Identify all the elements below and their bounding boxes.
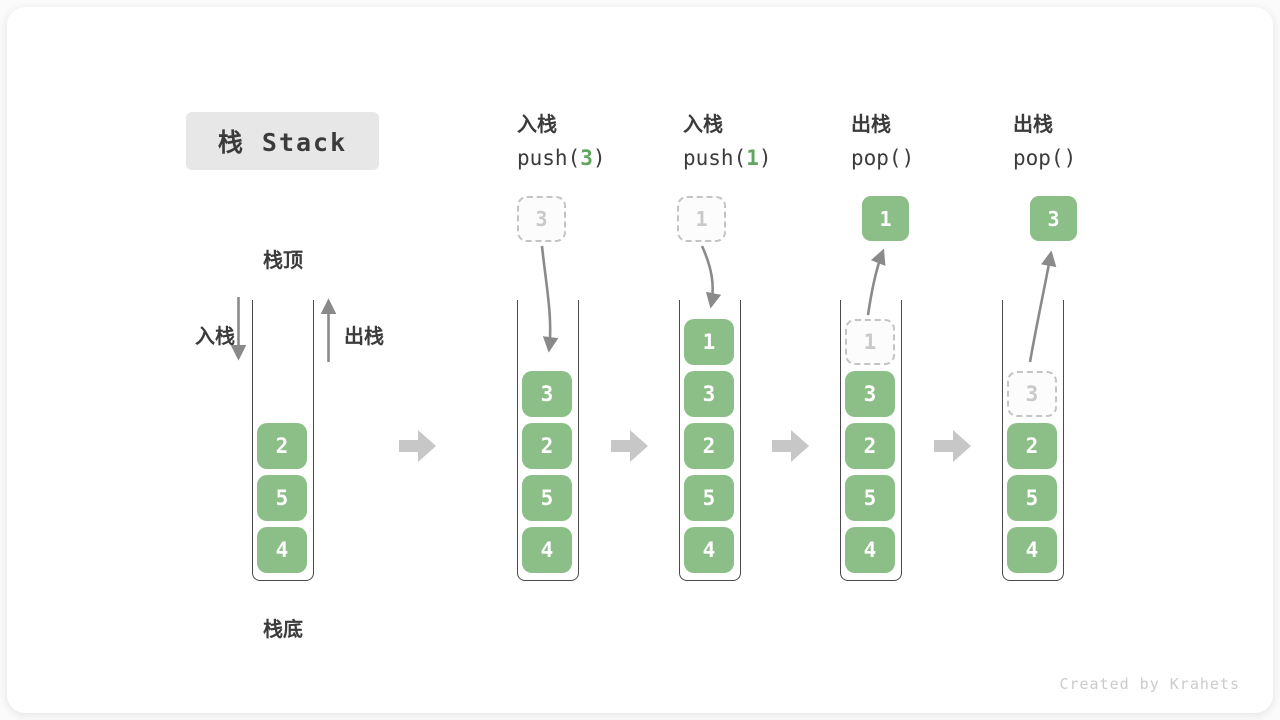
- op-arg: 3: [580, 146, 593, 170]
- stack-cell: 3: [522, 371, 572, 417]
- stack-cell: 2: [845, 423, 895, 469]
- floating-value-popped: 3: [1030, 196, 1077, 241]
- push-direction-label: 入栈: [195, 326, 235, 348]
- op-header-pop-2: 出栈 pop(): [1013, 108, 1076, 170]
- op-fn: pop(: [851, 146, 902, 170]
- diagram-card: 栈 Stack 栈顶 栈底 入栈 出栈 入栈 push(3) 入栈 push(1…: [7, 7, 1273, 713]
- floating-value-dashed: 1: [677, 196, 726, 242]
- watermark: Created by Krahets: [1059, 675, 1240, 693]
- floating-value-dashed: 3: [517, 196, 566, 242]
- stack-cell: 3: [845, 371, 895, 417]
- next-step-arrow-icon: [399, 430, 436, 462]
- stack-cell: 4: [1007, 527, 1057, 573]
- floating-value-popped: 1: [862, 196, 909, 241]
- op-label: 入栈: [683, 114, 723, 136]
- floating-value-text: 3: [1047, 206, 1060, 231]
- op-label: 出栈: [1013, 114, 1053, 136]
- stack-after-pop-2: 3 2 5 4: [1002, 300, 1064, 581]
- floating-value-text: 1: [879, 206, 892, 231]
- op-close: ): [901, 146, 915, 170]
- stack-cell: 5: [684, 475, 734, 521]
- stack-cell: 4: [522, 527, 572, 573]
- op-fn: pop(: [1013, 146, 1064, 170]
- op-header-push-3: 入栈 push(3): [517, 108, 606, 170]
- stack-cell-ghost: 1: [845, 319, 895, 365]
- stack-after-pop-1: 1 3 2 5 4: [840, 300, 902, 581]
- op-close: ): [758, 146, 772, 170]
- stack-cell: 4: [684, 527, 734, 573]
- op-close: ): [1063, 146, 1077, 170]
- stack-cell: 4: [845, 527, 895, 573]
- op-close: ): [592, 146, 606, 170]
- stack-cell: 2: [684, 423, 734, 469]
- op-code: push(1): [683, 146, 772, 170]
- stack-top-label: 栈顶: [263, 250, 303, 272]
- op-fn: push(: [517, 146, 581, 170]
- stack-cell: 2: [522, 423, 572, 469]
- push-1-arrow-icon: [700, 245, 722, 309]
- stack-initial: 2 5 4: [252, 300, 314, 581]
- op-header-push-1: 入栈 push(1): [683, 108, 772, 170]
- stack-after-push-1: 1 3 2 5 4: [679, 300, 741, 581]
- op-code: pop(): [851, 146, 914, 170]
- op-header-pop-1: 出栈 pop(): [851, 108, 914, 170]
- op-code: pop(): [1013, 146, 1076, 170]
- next-step-arrow-icon: [934, 430, 971, 462]
- stack-cell: 5: [845, 475, 895, 521]
- stack-cell: 4: [257, 527, 307, 573]
- stack-cell: 5: [1007, 475, 1057, 521]
- stack-cell: 2: [257, 423, 307, 469]
- op-fn: push(: [683, 146, 747, 170]
- stack-bottom-label: 栈底: [263, 619, 303, 641]
- stack-cell: 1: [684, 319, 734, 365]
- stack-cell: 2: [1007, 423, 1057, 469]
- stack-cell: 5: [257, 475, 307, 521]
- stack-after-push-3: 3 2 5 4: [517, 300, 579, 581]
- stack-cell: 5: [522, 475, 572, 521]
- op-arg: 1: [746, 146, 759, 170]
- next-step-arrow-icon: [611, 430, 648, 462]
- op-code: push(3): [517, 146, 606, 170]
- floating-value-text: 1: [695, 207, 708, 231]
- op-label: 入栈: [517, 114, 557, 136]
- page-title: 栈 Stack: [186, 112, 379, 170]
- op-label: 出栈: [851, 114, 891, 136]
- stack-cell: 3: [684, 371, 734, 417]
- stack-cell-ghost: 3: [1007, 371, 1057, 417]
- pop-direction-label: 出栈: [344, 326, 384, 348]
- next-step-arrow-icon: [772, 430, 809, 462]
- floating-value-text: 3: [535, 207, 548, 231]
